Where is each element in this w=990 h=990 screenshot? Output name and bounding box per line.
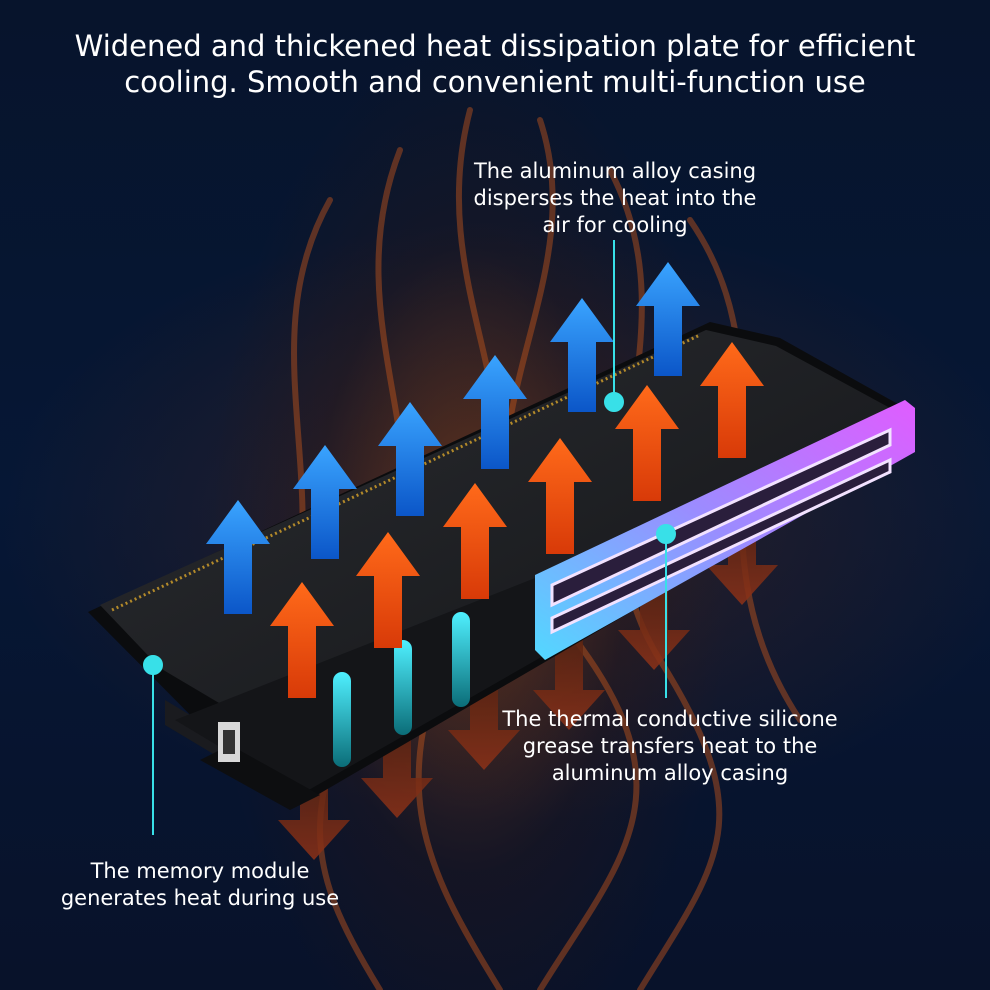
headline-line-2: cooling. Smooth and convenient multi-fun… bbox=[124, 65, 866, 99]
module-callout: The memory module generates heat during … bbox=[35, 858, 365, 912]
module-callout-line: The memory module bbox=[90, 859, 310, 883]
casing-callout-line: air for cooling bbox=[542, 213, 688, 237]
grease-callout-line: aluminum alloy casing bbox=[551, 761, 789, 785]
headline-line-1: Widened and thickened heat dissipation p… bbox=[74, 29, 916, 63]
downward-heat-arrows bbox=[278, 515, 778, 860]
grease-callout-line: The thermal conductive silicone bbox=[502, 707, 838, 731]
cooling-arrows bbox=[206, 262, 700, 614]
heat-arrows bbox=[270, 342, 764, 698]
casing-callout-line: The aluminum alloy casing bbox=[473, 159, 757, 183]
headline: Widened and thickened heat dissipation p… bbox=[20, 28, 970, 100]
grease-callout-line: grease transfers heat to the bbox=[522, 734, 818, 758]
module-callout-line: generates heat during use bbox=[60, 886, 340, 910]
rgb-light-bar bbox=[535, 400, 915, 660]
grease-callout: The thermal conductive silicone grease t… bbox=[490, 706, 850, 787]
casing-callout: The aluminum alloy casing disperses the … bbox=[455, 158, 775, 239]
callout-lines bbox=[143, 240, 676, 835]
casing-callout-line: disperses the heat into the bbox=[473, 186, 757, 210]
